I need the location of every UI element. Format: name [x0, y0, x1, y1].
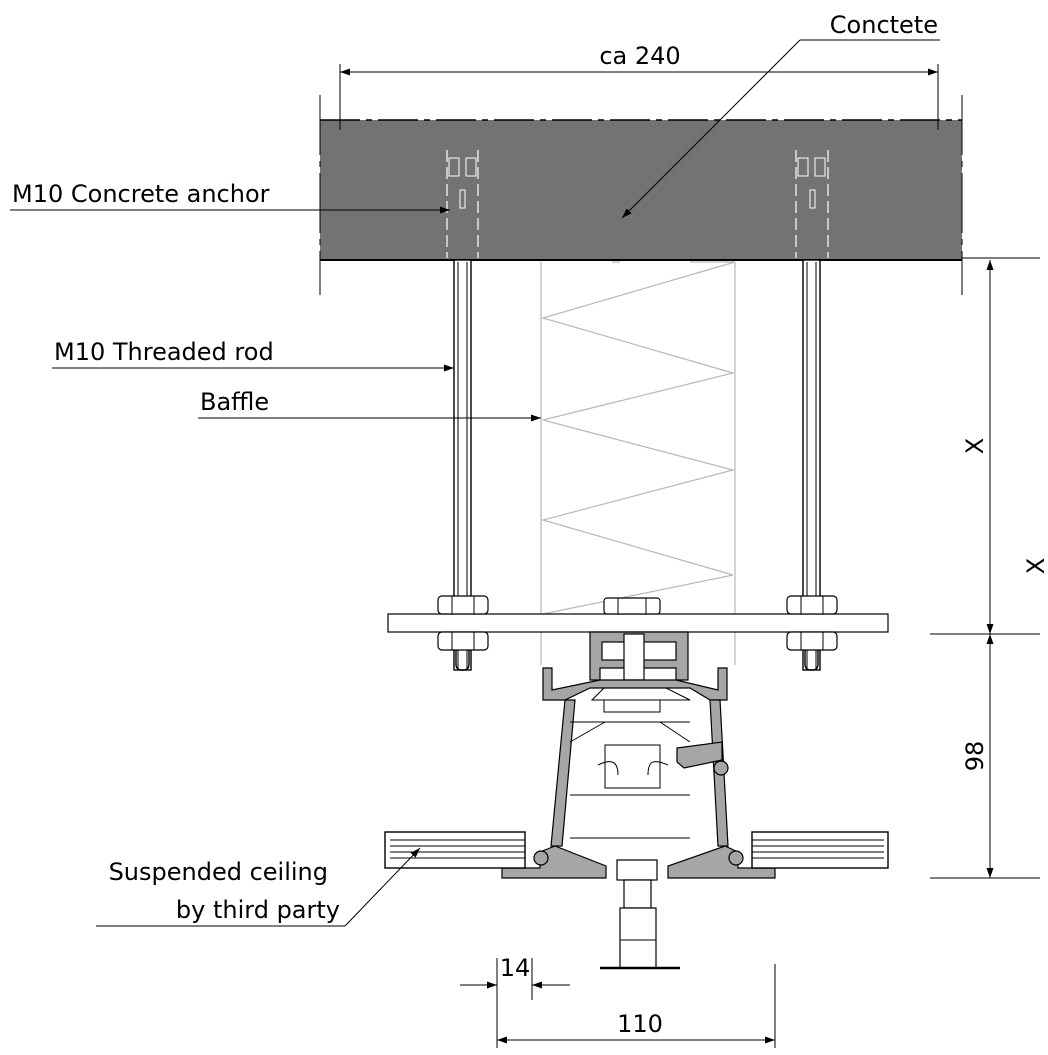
suspended-ceiling-left [384, 831, 526, 869]
baffle [540, 261, 736, 665]
callout-baffle: Baffle [198, 388, 541, 422]
label-rod: M10 Threaded rod [54, 338, 274, 366]
label-ceiling-line1: Suspended ceiling [109, 858, 328, 886]
callout-anchor: M10 Concrete anchor [10, 180, 450, 214]
label-concrete: Conctete [830, 11, 938, 39]
dimension-x-total-label: X [1022, 558, 1048, 574]
dimension-right: X X 98 [930, 257, 1048, 879]
anchor-right [795, 150, 829, 258]
suspended-ceiling-right [751, 831, 889, 869]
dimension-flange-label: 14 [500, 954, 531, 982]
dimension-x-upper-label: X [961, 438, 989, 454]
nuts [437, 595, 838, 671]
dimension-profile-height-label: 98 [961, 741, 989, 772]
dimension-width-top-label: ca 240 [599, 42, 680, 70]
bottom-hanger [600, 859, 680, 970]
anchor-left [446, 150, 479, 258]
aluminium-profile [501, 631, 776, 879]
label-anchor: M10 Concrete anchor [12, 180, 270, 208]
callout-rod: M10 Threaded rod [52, 338, 454, 372]
dimension-bottom: 14 110 [460, 954, 776, 1048]
label-baffle: Baffle [200, 388, 269, 416]
dimension-width-top: ca 240 [339, 42, 939, 130]
label-ceiling-line2: by third party [176, 896, 340, 924]
mounting-plate [387, 613, 889, 633]
callout-concrete: Conctete [621, 11, 940, 219]
callout-ceiling: Suspended ceiling by third party [96, 847, 421, 927]
concrete-slab [319, 95, 963, 295]
dimension-profile-width-label: 110 [617, 1010, 663, 1038]
